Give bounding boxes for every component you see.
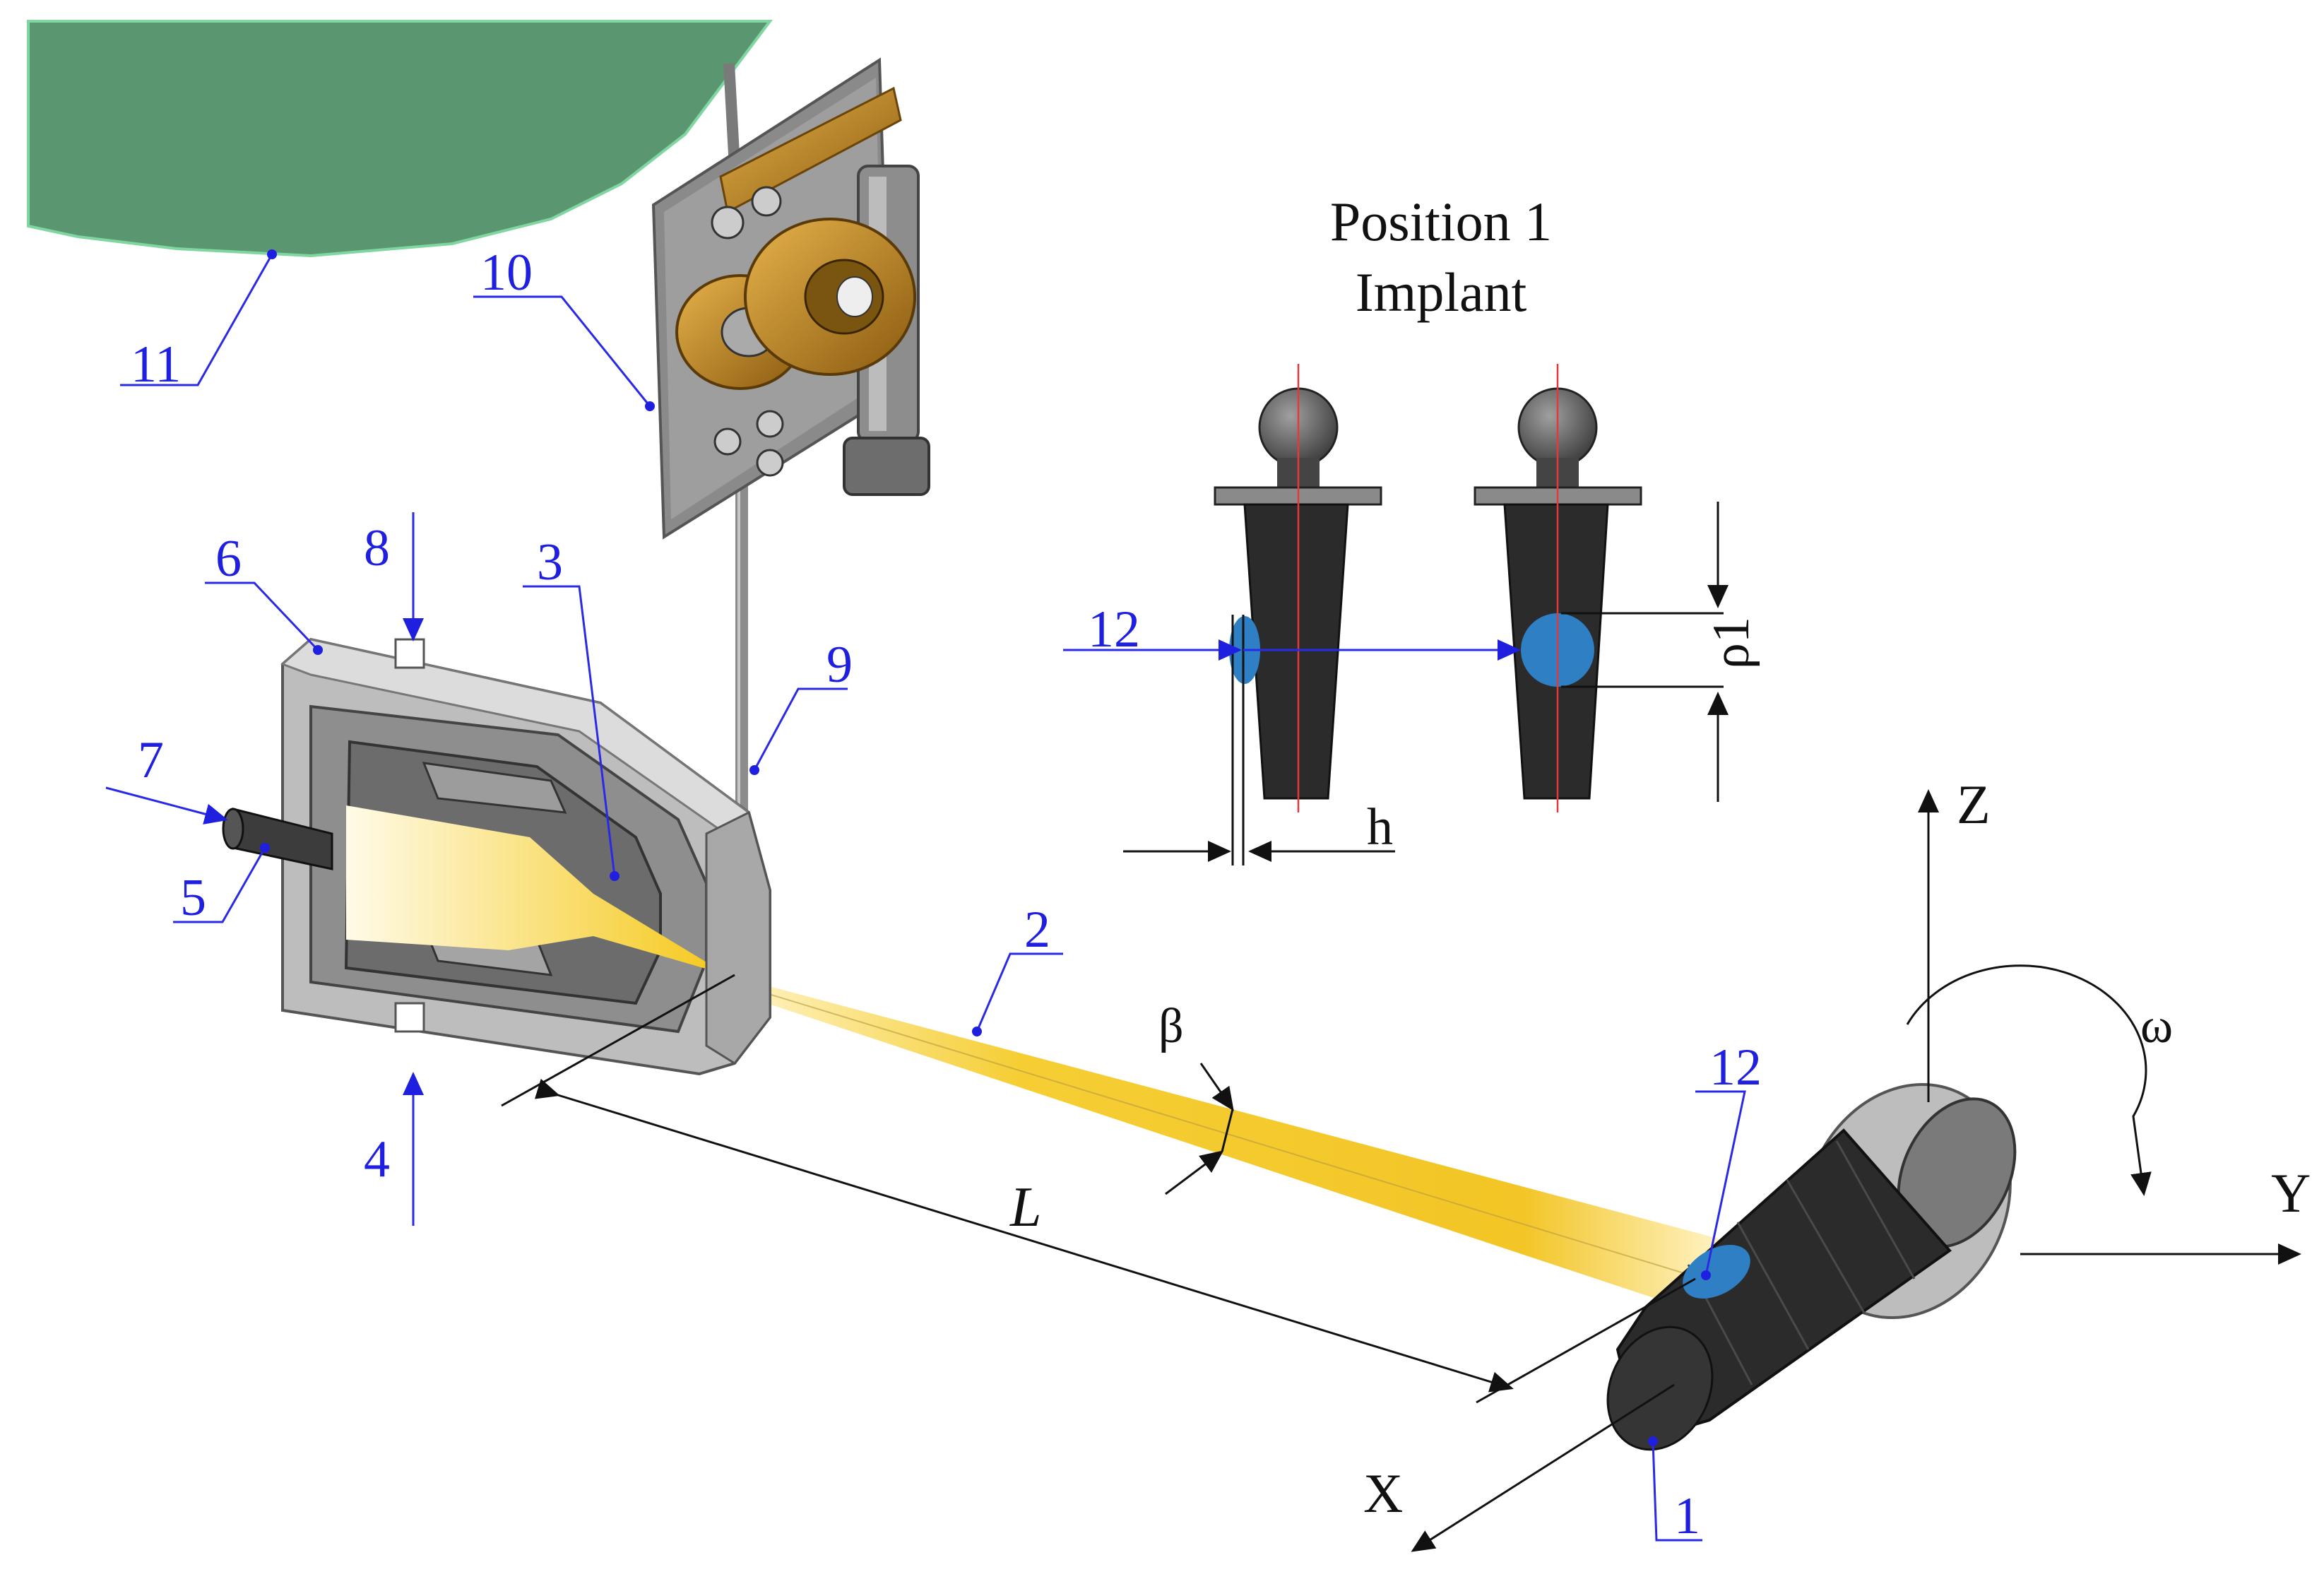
rotation-label-omega: ω [2140, 999, 2173, 1053]
axis-label-y: Y [2271, 1162, 2311, 1224]
callout-2: 2 [1024, 901, 1050, 959]
inset-implant-left [1214, 364, 1382, 812]
callout-1: 1 [1674, 1487, 1700, 1545]
callout-8: 8 [364, 519, 390, 577]
implant-1 [1606, 1082, 2017, 1451]
leader-lines [105, 249, 1746, 1542]
callout-10: 10 [480, 244, 533, 302]
dim-label-L: L [1009, 1176, 1042, 1239]
axis-label-x: X [1363, 1462, 1403, 1524]
inset-implant-right [1474, 364, 1642, 812]
callout-7: 7 [138, 731, 164, 789]
callout-12-main: 12 [1709, 1039, 1762, 1097]
title-line-1: Position 1 [1330, 191, 1552, 252]
coordinate-axes [1411, 789, 2301, 1552]
callout-3: 3 [537, 533, 563, 591]
callout-6: 6 [215, 530, 242, 588]
dim-label-beta: β [1158, 999, 1184, 1053]
callout-9: 9 [826, 636, 853, 694]
axis-label-z: Z [1957, 774, 1991, 835]
callout-11: 11 [131, 336, 181, 394]
wire-feeder-10 [651, 57, 930, 540]
title-line-2: Implant [1356, 261, 1527, 323]
callout-5: 5 [180, 869, 206, 927]
spray-jet-2 [713, 971, 1724, 1311]
dim-label-rho1: ρ1 [1702, 617, 1760, 669]
dim-label-h: h [1367, 798, 1393, 856]
callout-12-inset: 12 [1088, 601, 1140, 658]
callout-4: 4 [364, 1130, 390, 1188]
spray-gun-body-6 [222, 637, 771, 1076]
